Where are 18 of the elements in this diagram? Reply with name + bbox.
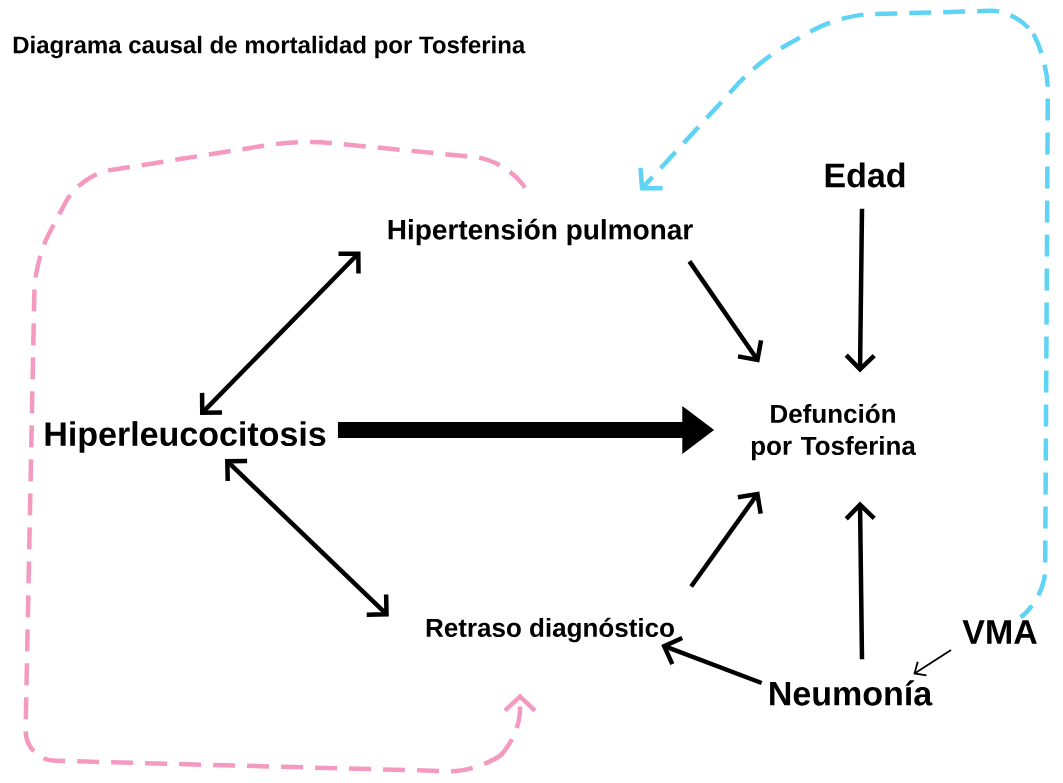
arrow: [689, 491, 763, 588]
label-text: Defunción por Tosferina: [751, 403, 916, 461]
arrow: [199, 251, 361, 415]
title: Diagrama causal de mortalidad por Tosferina: [13, 35, 526, 59]
arrow: [225, 458, 389, 617]
feedback-arrow: [23, 139, 537, 774]
label-text: Edad: [825, 162, 905, 188]
label-text: VMA: [962, 620, 1037, 644]
label-text: Hiperleucocitosis: [45, 421, 326, 453]
arrow: [844, 208, 876, 373]
arrow: [661, 635, 763, 686]
arrow: [913, 649, 952, 677]
arrow: [844, 501, 876, 660]
label-text: Neumonía: [770, 680, 933, 706]
arrow: [687, 260, 764, 363]
label-text: Hipertensión pulmonar: [388, 218, 693, 246]
label-text: Retraso diagnóstico: [426, 617, 674, 643]
feedback-arrow: [638, 8, 1051, 620]
